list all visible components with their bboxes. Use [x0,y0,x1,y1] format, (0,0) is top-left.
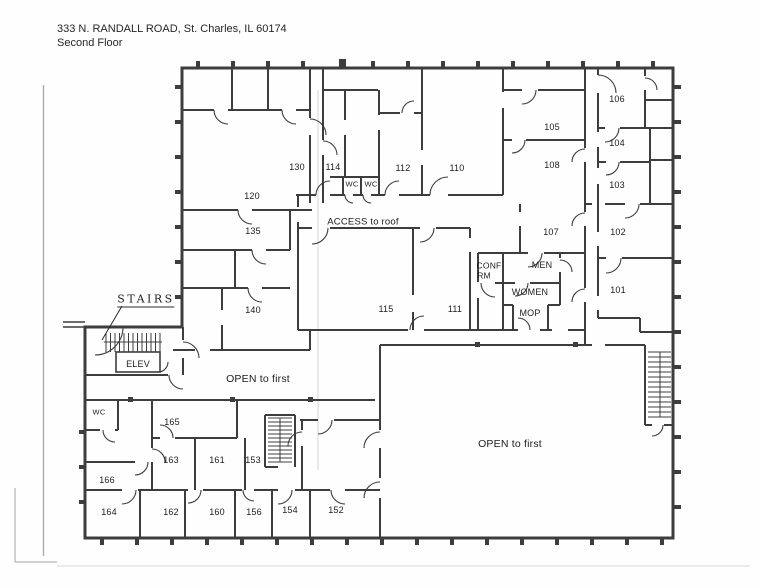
stairs-label: STAIRS [117,292,175,308]
room-label-101: 101 [610,285,626,295]
staircase-lobby [104,333,162,352]
room-label-108: 108 [544,160,560,170]
elevator-label: ELEV [126,359,150,369]
room-label-164: 164 [101,507,117,517]
room-label-153: 153 [245,455,261,465]
room-label-160: 160 [209,507,225,517]
room-label-114: 114 [325,162,341,172]
room-label-154: 154 [282,505,298,515]
room-label-152: 152 [328,505,344,515]
room-label-106: 106 [609,94,625,104]
stairs-leader-line [101,305,123,341]
room-label-104: 104 [609,138,625,148]
room-label-103: 103 [609,180,625,190]
room-label-107: 107 [543,227,559,237]
room-label-140: 140 [245,305,261,315]
open-to-first-label-left: OPEN to first [226,373,290,385]
floor-line: Second Floor [57,37,123,49]
plan-header: 333 N. RANDALL ROAD, St. Charles, IL 601… [57,22,287,50]
room-label-135: 135 [245,226,261,236]
room-label-165: 165 [164,417,180,427]
scan-artifacts [14,85,750,567]
room-label-161: 161 [209,455,225,465]
room-label-162: 162 [163,507,179,517]
room-label-120: 120 [244,191,260,201]
room-label-111: 111 [447,304,463,314]
access-to-roof-label: ACCESS to roof [327,216,399,228]
room-label-112: 112 [395,163,411,173]
conference-room-label-line2: RM [477,270,491,281]
wc-label-2: WC [364,179,378,189]
conference-room-label-line1: CONF [476,260,502,271]
room-label-110: 110 [449,163,465,173]
open-to-first-label-right: OPEN to first [478,438,542,450]
room-label-130: 130 [289,162,305,172]
room-label-102: 102 [610,227,626,237]
staircase-lower-left [268,417,292,463]
address-line: 333 N. RANDALL ROAD, St. Charles, IL 601… [57,23,287,35]
mens-room-label: MEN [531,260,553,270]
room-label-156: 156 [246,507,262,517]
room-label-163: 163 [163,455,179,465]
womens-room-label: WOMEN [511,287,549,297]
wc-label-1: WC [345,179,359,189]
door-arcs [94,74,664,505]
room-label-105: 105 [544,122,560,132]
mop-closet-label: MOP [519,308,541,318]
room-label-166: 166 [99,475,115,485]
wc-label-3: WC [92,407,106,417]
room-label-115: 115 [378,304,394,314]
staircase-open-area [648,351,671,418]
